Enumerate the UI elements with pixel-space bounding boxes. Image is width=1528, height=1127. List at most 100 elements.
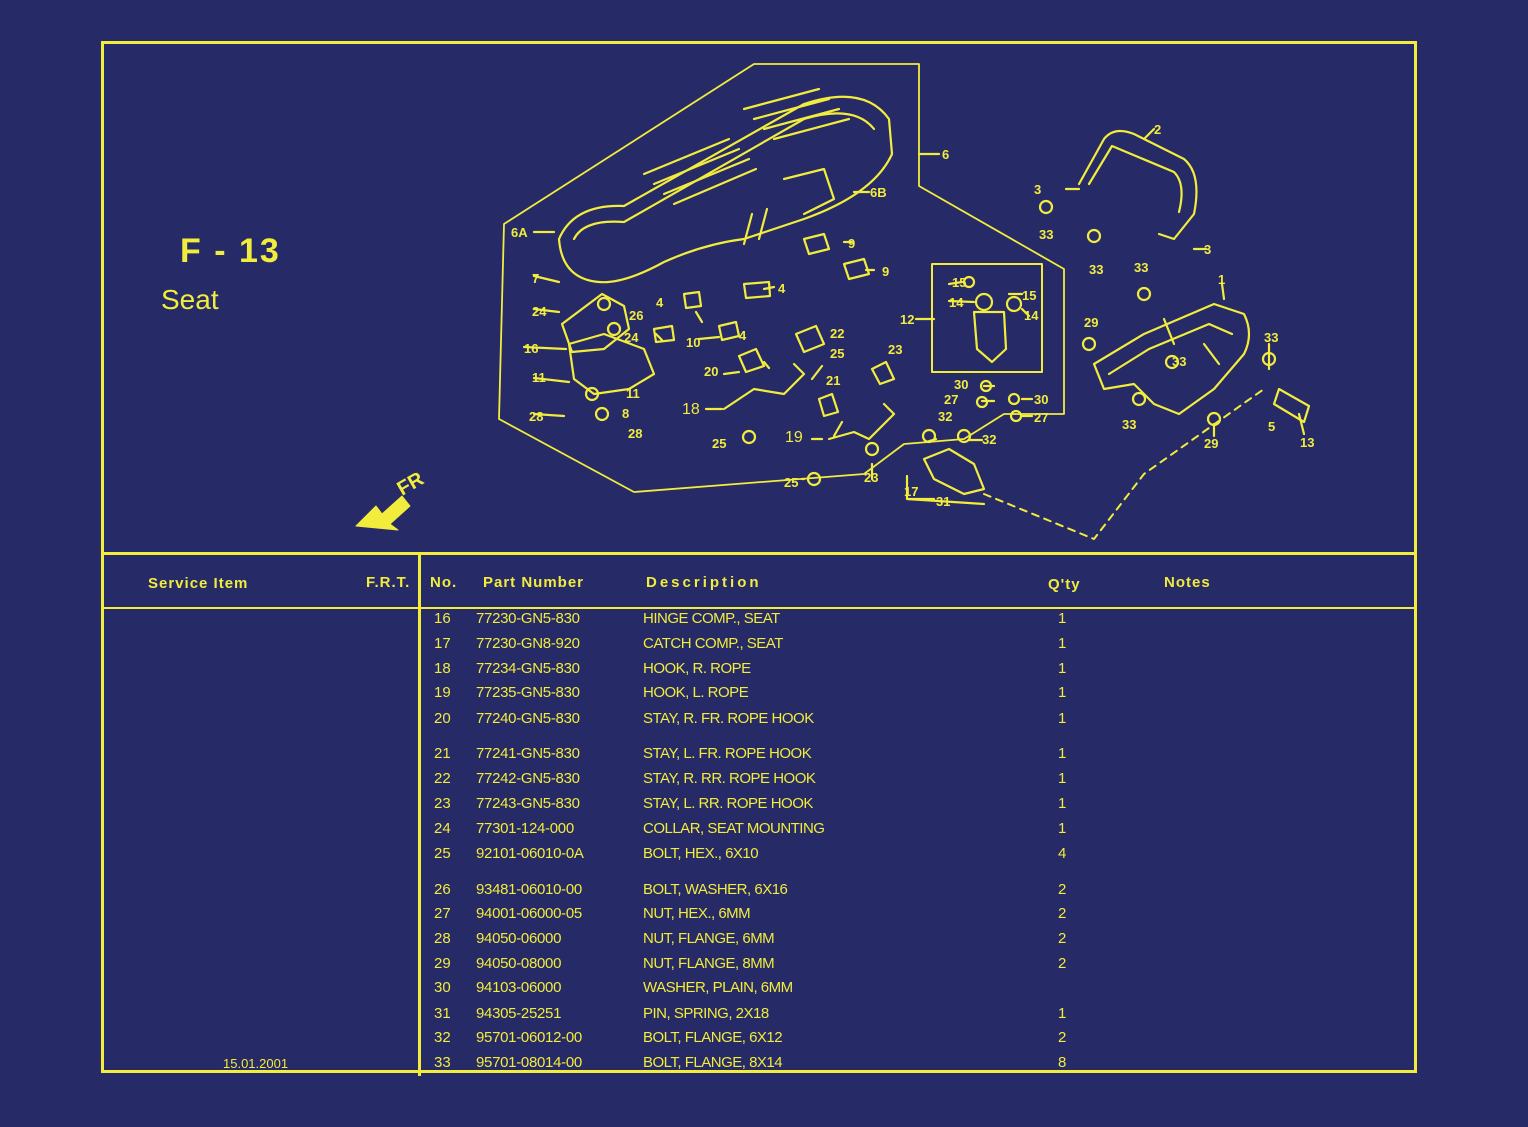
part-number: 77243-GN5-830 [476, 795, 580, 812]
part-description: COLLAR, SEAT MOUNTING [643, 820, 825, 837]
callout: 31 [936, 494, 950, 509]
part-no: 30 [434, 979, 451, 996]
part-description: NUT, FLANGE, 6MM [643, 930, 775, 947]
callout: 2 [1154, 122, 1161, 137]
callout: 27 [1034, 410, 1048, 425]
part-no: 31 [434, 1005, 451, 1022]
callout: 19 [785, 429, 803, 446]
callout: 1 [1218, 272, 1225, 287]
callout: 20 [704, 364, 718, 379]
issue-date: 15.01.2001 [223, 1056, 289, 1071]
callout: 32 [982, 432, 996, 447]
diagram-area: F - 13 Seat [104, 44, 1414, 554]
part-description: HOOK, R. ROPE [643, 660, 751, 677]
part-number: 93481-06010-00 [476, 881, 582, 898]
part-qty: 1 [1058, 795, 1067, 812]
callout: 24 [532, 304, 547, 319]
part-qty: 4 [1058, 845, 1067, 862]
figure-code: F - 13 [180, 232, 281, 270]
callout: 33 [1039, 227, 1053, 242]
part-number: 95701-08014-00 [476, 1054, 582, 1071]
callout: 16 [524, 341, 538, 356]
part-description: CATCH COMP., SEAT [643, 635, 783, 652]
callout: 33 [1264, 330, 1278, 345]
part-qty: 1 [1058, 610, 1067, 627]
callout: 33 [1172, 354, 1186, 369]
callout: 27 [944, 392, 958, 407]
part-qty: 1 [1058, 1005, 1067, 1022]
part-no: 33 [434, 1054, 451, 1071]
callout: 28 [529, 409, 543, 424]
callout: 30 [1034, 392, 1048, 407]
header-part-number: Part Number [483, 574, 585, 591]
callout: 17 [904, 484, 918, 499]
part-description: HOOK, L. ROPE [643, 684, 749, 701]
part-qty: 1 [1058, 770, 1067, 787]
callout: 33 [1134, 260, 1148, 275]
part-qty: 2 [1058, 905, 1067, 922]
part-description: WASHER, PLAIN, 6MM [643, 979, 793, 996]
column-divider [418, 552, 421, 1076]
exploded-parts-diagram: FR 2 3 33 33 3 6 6B 6A 9 9 4 4 7 24 26 2… [355, 63, 1314, 540]
callout: 6 [942, 147, 949, 162]
part-description: HINGE COMP., SEAT [643, 610, 780, 627]
callout: 24 [624, 330, 639, 345]
part-no: 16 [434, 610, 451, 627]
callout: 26 [629, 308, 643, 323]
parts-sheet: F - 13 Seat [101, 41, 1417, 1076]
callout: 28 [628, 426, 642, 441]
part-qty: 1 [1058, 745, 1067, 762]
part-no: 27 [434, 905, 451, 922]
callout: 4 [778, 281, 786, 296]
callout: 14 [1024, 308, 1039, 323]
callout: 4 [739, 328, 747, 343]
header-no: No. [430, 574, 458, 591]
callout: 10 [686, 335, 700, 350]
callout: 3 [1034, 182, 1041, 197]
part-description: NUT, HEX., 6MM [643, 905, 751, 922]
part-number: 77230-GN8-920 [476, 635, 580, 652]
part-no: 20 [434, 710, 451, 727]
part-no: 32 [434, 1029, 451, 1046]
part-number: 95701-06012-00 [476, 1029, 582, 1046]
part-no: 29 [434, 955, 451, 972]
part-number: 94050-08000 [476, 955, 562, 972]
part-no: 22 [434, 770, 451, 787]
callout: 5 [1268, 419, 1275, 434]
callout: 30 [954, 377, 968, 392]
part-qty: 2 [1058, 930, 1067, 947]
part-number: 77301-124-000 [476, 820, 574, 837]
part-no: 28 [434, 930, 451, 947]
callout: 13 [1300, 435, 1314, 450]
callout: 33 [1089, 262, 1103, 277]
part-no: 19 [434, 684, 451, 701]
part-description: STAY, R. RR. ROPE HOOK [643, 770, 816, 787]
part-no: 17 [434, 635, 451, 652]
callout: 25 [784, 475, 798, 490]
part-description: NUT, FLANGE, 8MM [643, 955, 775, 972]
header-service-item: Service Item [148, 575, 249, 592]
part-number: 77235-GN5-830 [476, 684, 580, 701]
part-number: 94305-25251 [476, 1005, 562, 1022]
callout: 21 [826, 373, 840, 388]
part-number: 92101-06010-0A [476, 845, 584, 862]
part-qty: 2 [1058, 1029, 1067, 1046]
part-description: BOLT, WASHER, 6X16 [643, 881, 788, 898]
part-qty: 2 [1058, 955, 1067, 972]
callout: 33 [1122, 417, 1136, 432]
part-qty: 2 [1058, 881, 1067, 898]
callout: 9 [848, 236, 855, 251]
part-qty: 1 [1058, 684, 1067, 701]
part-description: STAY, L. FR. ROPE HOOK [643, 745, 812, 762]
callout: 11 [626, 386, 640, 401]
